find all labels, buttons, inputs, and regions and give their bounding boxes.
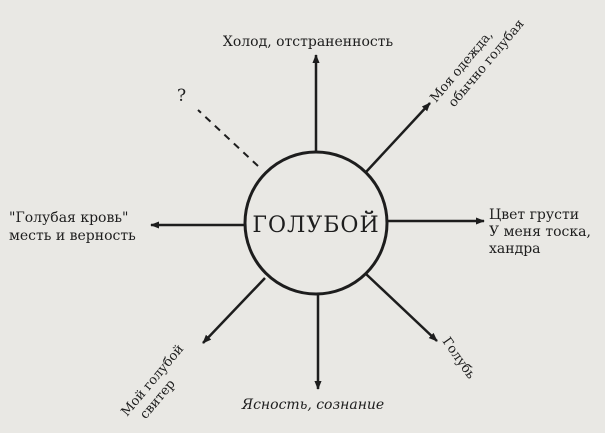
label-bottom: Ясность, сознание (241, 397, 384, 413)
arrow-down-left (202, 277, 266, 344)
label-right-line2: У меня тоска, (489, 224, 591, 240)
label-bottom-right: Голубь (439, 335, 478, 382)
label-left-line1: "Голубая кровь" (9, 210, 128, 226)
label-bottom-left: Мой голубой свитер (119, 342, 188, 422)
label-right-line3: хандра (489, 241, 541, 257)
dashed-line-up-left (197, 109, 259, 167)
arrow-down-right (365, 273, 438, 342)
center-label: ГОЛУБОЙ (252, 210, 379, 238)
label-top-right: Моя одежда, обычно голубая (428, 17, 528, 111)
arrow-up-right (365, 102, 431, 173)
label-top-left-question: ? (177, 86, 186, 106)
label-right-line1: Цвет грусти (489, 207, 579, 223)
label-left-line2: месть и верность (9, 228, 136, 244)
label-top: Холод, отстраненность (223, 34, 394, 50)
label-bottom-right-group: Голубь (439, 335, 478, 382)
